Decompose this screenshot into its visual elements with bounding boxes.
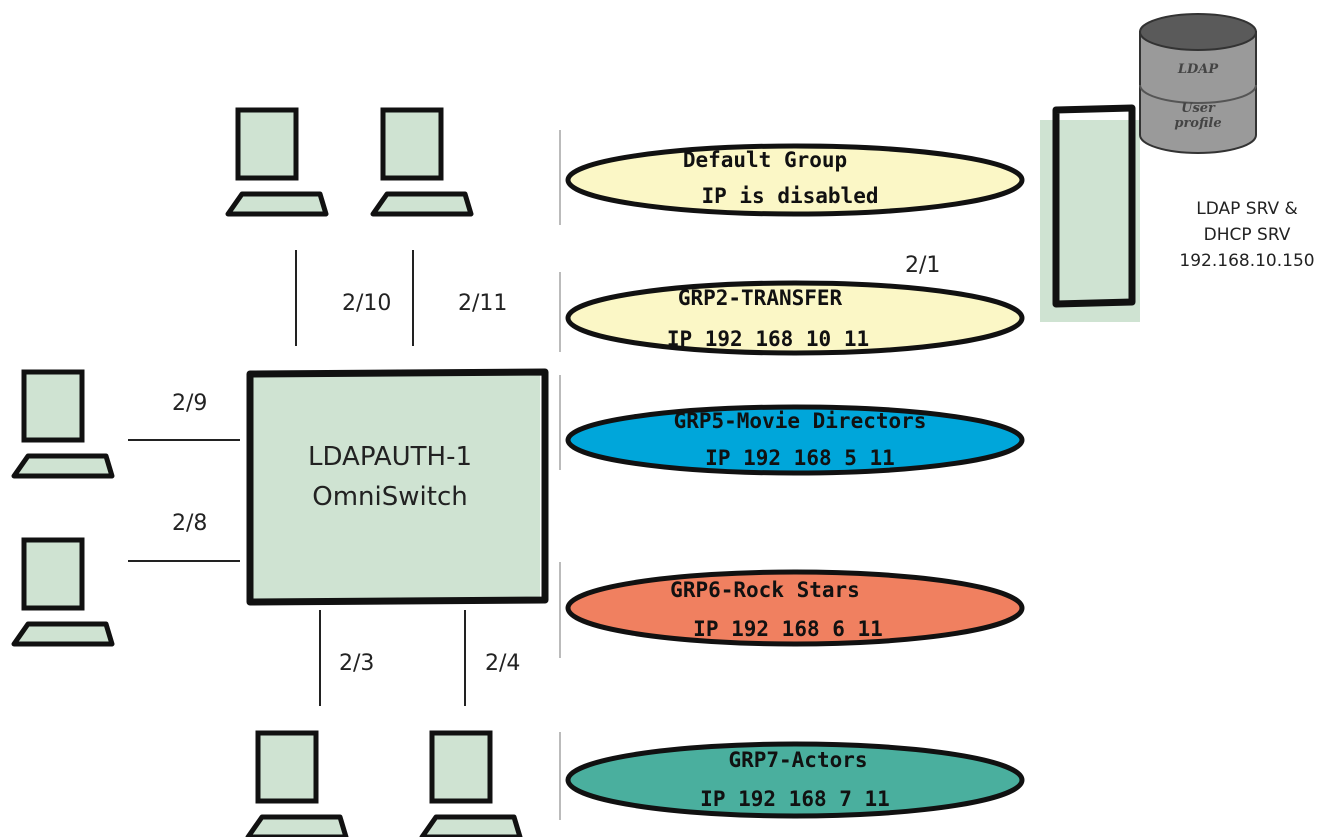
group-ip: IP 192 168 10 11: [667, 327, 869, 351]
group-grp5-movie-directors: GRP5-Movie Directors IP 192 168 5 11: [565, 404, 1025, 476]
workstation-left-lower: [14, 540, 112, 644]
group-name: GRP2-TRANSFER: [678, 286, 843, 310]
port-label-2-8: 2/8: [172, 511, 207, 536]
workstation-top-right: [373, 110, 471, 214]
group-ip: IP 192 168 7 11: [700, 787, 890, 811]
group-name: GRP5-Movie Directors: [674, 409, 927, 433]
db-label: LDAP: [1177, 62, 1220, 77]
switch-ldapauth-1: LDAPAUTH-1 OmniSwitch: [246, 368, 549, 606]
group-ip: IP 192 168 5 11: [705, 446, 895, 470]
connection-lines: [128, 130, 561, 820]
server-label-line2: DHCP SRV: [1204, 225, 1291, 245]
port-label-2-11: 2/11: [458, 291, 507, 316]
group-grp2-transfer: GRP2-TRANSFER IP 192 168 10 11: [565, 280, 1025, 356]
db-sublabel-2: profile: [1174, 116, 1221, 131]
port-label-2-9: 2/9: [172, 391, 207, 416]
port-label-2-1: 2/1: [905, 253, 940, 278]
group-name: Default Group: [683, 148, 847, 172]
group-default: Default Group IP is disabled: [565, 143, 1025, 217]
server-tower: [1040, 104, 1140, 322]
group-ip: IP is disabled: [701, 184, 878, 208]
workstation-top-left: [228, 110, 326, 214]
server-label-line1: LDAP SRV &: [1196, 199, 1298, 219]
port-label-2-10: 2/10: [342, 291, 391, 316]
group-ip: IP 192 168 6 11: [693, 617, 883, 641]
workstation-bottom-left: [248, 733, 346, 837]
group-grp6-rock-stars: GRP6-Rock Stars IP 192 168 6 11: [565, 569, 1025, 647]
group-grp7-actors: GRP7-Actors IP 192 168 7 11: [565, 741, 1025, 819]
ldap-database-icon: LDAP User profile: [1139, 13, 1257, 154]
group-name: GRP7-Actors: [728, 748, 867, 772]
workstation-bottom-right: [422, 733, 520, 837]
db-sublabel-1: User: [1181, 101, 1216, 116]
port-label-2-4: 2/4: [485, 651, 520, 676]
workstation-left-upper: [14, 372, 112, 476]
port-label-2-3: 2/3: [339, 651, 374, 676]
switch-model: OmniSwitch: [312, 482, 467, 512]
group-name: GRP6-Rock Stars: [670, 578, 860, 602]
switch-name: LDAPAUTH-1: [308, 442, 472, 472]
server-ip: 192.168.10.150: [1179, 251, 1314, 271]
